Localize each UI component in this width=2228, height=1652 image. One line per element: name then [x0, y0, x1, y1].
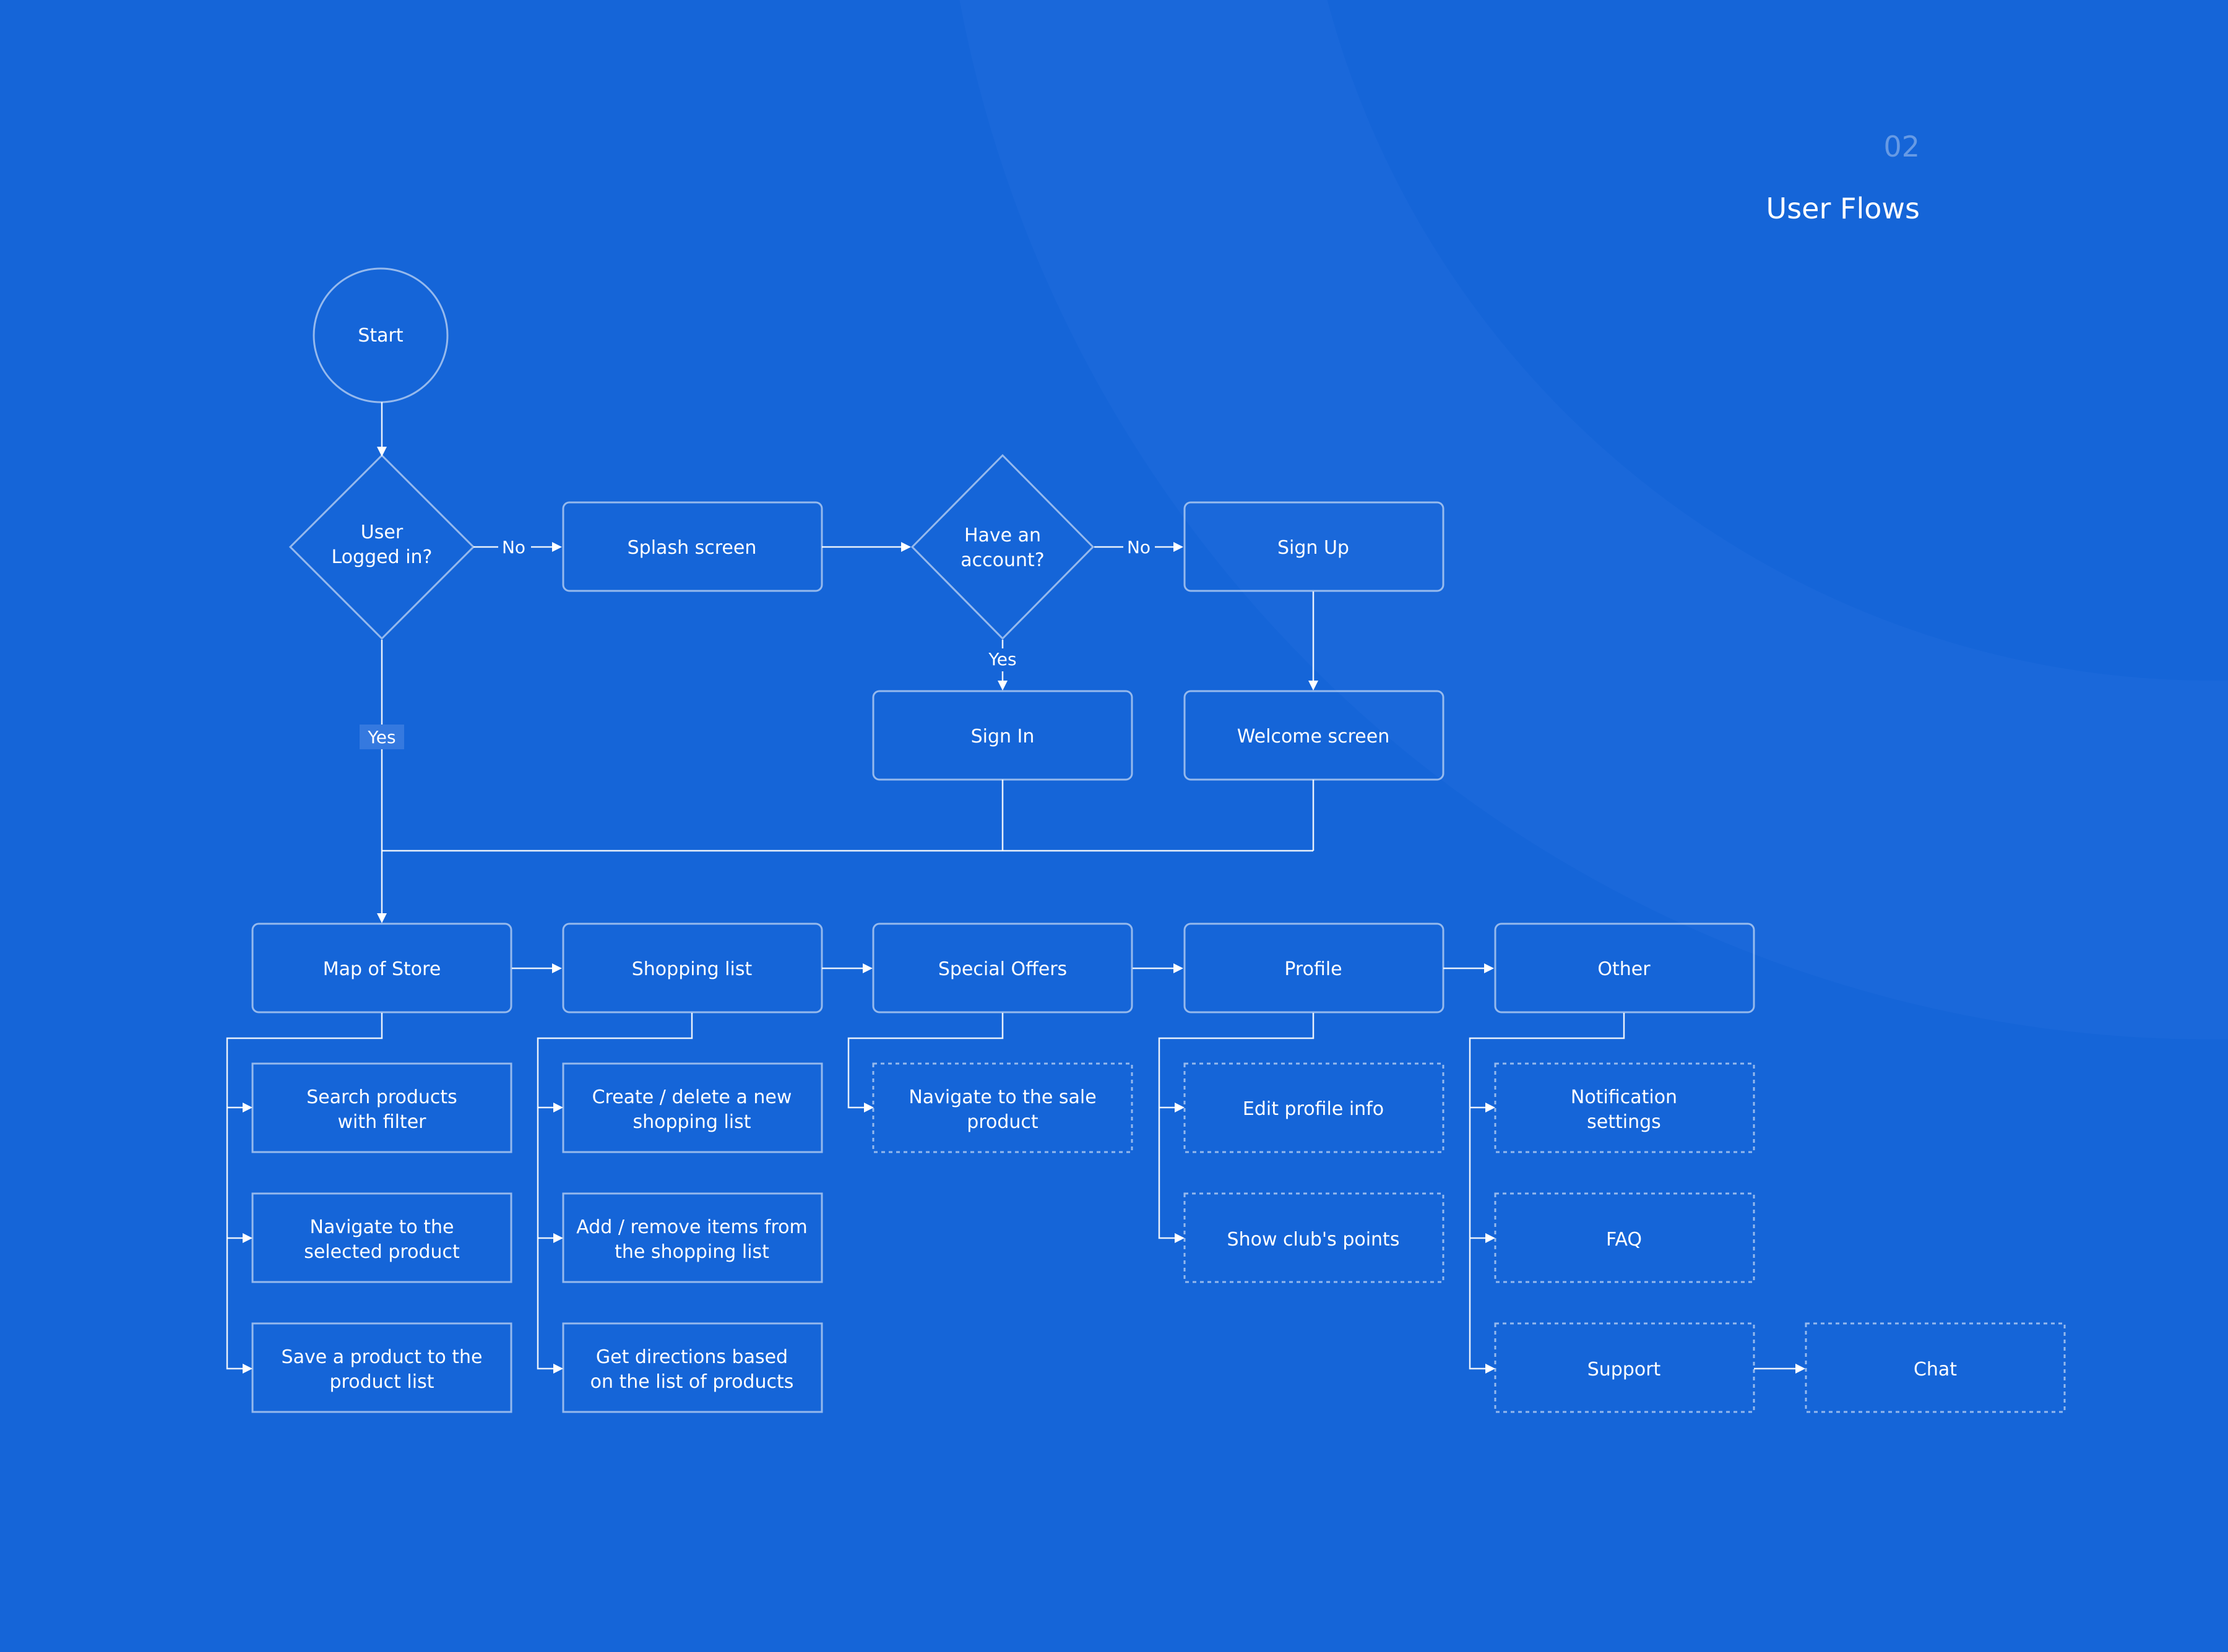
node-have-account-line2: account? [961, 549, 1044, 571]
node-notification-line1: Notification [1571, 1086, 1677, 1108]
node-have-account-line1: Have an [964, 525, 1041, 546]
page-number: 02 [1883, 130, 1920, 163]
node-search-line2: with filter [338, 1111, 427, 1133]
node-splash-label: Splash screen [628, 537, 757, 559]
node-other: Other [1494, 923, 1755, 1013]
node-chat: Chat [1805, 1322, 2066, 1413]
node-save-product-line1: Save a product to the [282, 1346, 483, 1368]
node-notification-settings: Notification settings [1494, 1062, 1755, 1153]
node-add-remove-line2: the shopping list [615, 1241, 769, 1263]
node-navigate-sale-line1: Navigate to the sale [909, 1086, 1096, 1108]
node-sign-up-label: Sign Up [1277, 537, 1349, 559]
yes-label-background [360, 725, 404, 749]
node-search-products: Search products with filter [251, 1062, 512, 1153]
node-logged-in-line2: Logged in? [332, 546, 433, 568]
node-create-list: Create / delete a new shopping list [562, 1062, 823, 1153]
connectors [226, 402, 1805, 1374]
node-logged-in-line1: User [361, 522, 404, 543]
node-navigate-sale: Navigate to the sale product [872, 1062, 1133, 1153]
node-edit-profile-label: Edit profile info [1243, 1098, 1384, 1120]
node-navigate-selected-line2: selected product [304, 1241, 460, 1263]
node-navigate-selected-line1: Navigate to the [310, 1216, 454, 1238]
node-add-remove-items: Add / remove items from the shopping lis… [562, 1192, 823, 1283]
node-have-account-decision: Have an account? [910, 454, 1095, 640]
node-create-list-line2: shopping list [633, 1111, 751, 1133]
edge-label-yes-account: Yes [988, 649, 1016, 669]
node-profile: Profile [1183, 923, 1444, 1013]
node-support: Support [1494, 1322, 1755, 1413]
node-offers-label: Special Offers [938, 958, 1067, 980]
node-splash-screen: Splash screen [562, 501, 823, 592]
node-map-of-store: Map of Store [251, 923, 512, 1013]
edge-label-no-account: No [1127, 537, 1151, 557]
background-decoration [959, 0, 2228, 1039]
node-club-points: Show club's points [1183, 1192, 1444, 1283]
node-edit-profile: Edit profile info [1183, 1062, 1444, 1153]
node-support-label: Support [1587, 1359, 1661, 1380]
node-welcome-screen: Welcome screen [1183, 690, 1444, 781]
node-navigate-selected: Navigate to the selected product [251, 1192, 512, 1283]
node-faq: FAQ [1494, 1192, 1755, 1283]
node-sign-up: Sign Up [1183, 501, 1444, 592]
edge-label-yes-logged-in: Yes [367, 727, 395, 747]
node-directions-line2: on the list of products [590, 1371, 794, 1393]
node-profile-label: Profile [1284, 958, 1342, 980]
node-sign-in-label: Sign In [971, 726, 1035, 747]
node-welcome-label: Welcome screen [1237, 726, 1390, 747]
node-special-offers: Special Offers [872, 923, 1133, 1013]
node-get-directions: Get directions based on the list of prod… [562, 1322, 823, 1413]
node-create-list-line1: Create / delete a new [592, 1086, 792, 1108]
node-search-line1: Search products [306, 1086, 457, 1108]
node-directions-line1: Get directions based [596, 1346, 788, 1368]
edge-label-no-logged-in: No [502, 537, 525, 557]
node-notification-line2: settings [1587, 1111, 1661, 1133]
node-add-remove-line1: Add / remove items from [576, 1216, 807, 1238]
node-shopping-label: Shopping list [632, 958, 753, 980]
node-map-label: Map of Store [323, 958, 441, 980]
node-club-points-label: Show club's points [1227, 1229, 1400, 1250]
node-start: Start [313, 267, 449, 403]
node-other-label: Other [1597, 958, 1651, 980]
node-shopping-list: Shopping list [562, 923, 823, 1013]
node-chat-label: Chat [1914, 1359, 1957, 1380]
node-sign-in: Sign In [872, 690, 1133, 781]
node-logged-in-decision: User Logged in? [288, 454, 475, 640]
page-title: User Flows [1766, 192, 1920, 225]
background-arc-inner [1327, 0, 2228, 681]
node-faq-label: FAQ [1606, 1229, 1642, 1250]
node-navigate-sale-line2: product [967, 1111, 1038, 1133]
node-start-label: Start [358, 325, 404, 346]
node-save-product-line2: product list [330, 1371, 434, 1393]
node-save-product: Save a product to the product list [251, 1322, 512, 1413]
